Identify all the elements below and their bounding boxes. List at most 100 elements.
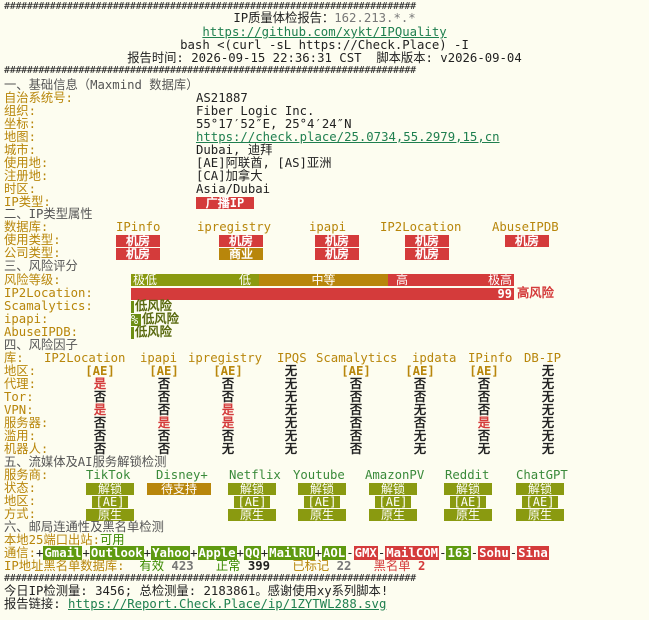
type-db-name: ipapi xyxy=(309,220,347,234)
section-media-title: 五、流媒体及AI服务解锁检测 xyxy=(4,455,167,469)
factor-column-header: Scamalytics xyxy=(316,351,398,365)
basic-info-value: Asia/Dubai xyxy=(196,182,271,196)
report-title-label: IP质量体检报告： xyxy=(233,11,335,25)
factor-row-key: 机器人: xyxy=(4,442,49,456)
media-mode-badge: 原生 xyxy=(369,509,417,521)
report-link-label: 报告链接: xyxy=(4,597,61,611)
media-service-name: Netflix xyxy=(229,468,281,482)
factor-cell: 无 xyxy=(284,416,298,430)
use-type-badge: 机房 xyxy=(315,235,359,247)
factor-column-header: ipapi xyxy=(140,351,178,365)
media-status-badge: 解锁 xyxy=(444,483,492,495)
media-status-badge: 解锁 xyxy=(516,483,564,495)
blacklist-marked-label: 已标记 xyxy=(292,559,330,573)
media-status-badge: 待支持 xyxy=(147,483,211,495)
risk-text: 低风险 xyxy=(135,325,172,339)
mail-service-blocked: 163 xyxy=(446,546,471,560)
media-region-label: 地区: xyxy=(4,494,36,508)
blacklist-valid-label: 有效 xyxy=(139,559,165,573)
use-type-badge: 机房 xyxy=(405,235,449,247)
factor-cell: 否 xyxy=(157,442,171,456)
basic-info-value: [AE]阿联酋, [AS]亚洲 xyxy=(196,156,332,170)
run-command: bash <(curl -sL https://Check.Place) -I xyxy=(180,38,469,52)
factor-cell: 否 xyxy=(221,390,235,404)
factor-cell: 否 xyxy=(413,377,427,391)
basic-info-key: 时区: xyxy=(4,182,36,196)
blacklist-black-count: 2 xyxy=(417,559,426,573)
mail-service-ok: Gmail xyxy=(43,546,83,560)
risk-level-label: 风险等级: xyxy=(4,273,61,287)
blacklist-normal-count: 399 xyxy=(247,559,271,573)
mail-service-blocked: Sina xyxy=(517,546,549,560)
factor-row-key: 服务器: xyxy=(4,416,49,430)
media-service-name: ChatGPT xyxy=(516,468,568,482)
factor-cell: 否 xyxy=(157,403,171,417)
mail-connectivity-line: 通信:+Gmail+Outlook+Yahoo+Apple+QQ+MailRU+… xyxy=(4,546,549,560)
factor-cell: 否 xyxy=(221,377,235,391)
factor-lib-label: 库: xyxy=(4,351,24,365)
media-status-badge: 解锁 xyxy=(228,483,276,495)
factor-cell: 否 xyxy=(157,390,171,404)
factor-cell: 无 xyxy=(477,442,491,456)
basic-info-value: Dubai, 迪拜 xyxy=(196,143,273,157)
section-type-title: 二、IP类型属性 xyxy=(4,207,93,221)
factor-cell: 无 xyxy=(541,403,555,417)
report-link[interactable]: https://Report.Check.Place/ip/1ZYTWL288.… xyxy=(68,597,387,611)
factor-cell: [AE] xyxy=(469,364,499,378)
separator-rule: ########################################… xyxy=(4,2,416,11)
factor-column-header: IPQS xyxy=(277,351,307,365)
factor-cell: 否 xyxy=(221,429,235,443)
scale-very-low: 极低 xyxy=(133,273,158,287)
separator-rule: ########################################… xyxy=(4,66,416,75)
mail-plus-sign: + xyxy=(236,546,244,560)
factor-cell: 否 xyxy=(477,390,491,404)
risk-db-key: IP2Location: xyxy=(4,286,93,300)
basic-info-key: 组织: xyxy=(4,104,36,118)
media-region-badge: [AE] xyxy=(522,496,558,508)
use-type-badge: 机房 xyxy=(219,235,263,247)
factor-column-header: IPinfo xyxy=(468,351,513,365)
company-type-badge: 机房 xyxy=(116,248,160,260)
risk-db-key: AbuseIPDB: xyxy=(4,325,79,339)
report-title: IP质量体检报告：162.213.*.* xyxy=(0,12,649,25)
mail-plus-sign: + xyxy=(143,546,152,560)
media-status-badge: 解锁 xyxy=(369,483,417,495)
factor-cell: 否 xyxy=(157,377,171,391)
blacklist-valid-count: 423 xyxy=(171,559,194,573)
map-link[interactable]: https://check.place/25.0734,55.2979,15,c… xyxy=(196,130,500,144)
media-mode-badge: 原生 xyxy=(86,509,134,521)
media-status-badge: 解锁 xyxy=(86,483,134,495)
mail-service-ok: Yahoo xyxy=(151,546,191,560)
factor-cell: 否 xyxy=(93,429,107,443)
factor-cell: [AE] xyxy=(149,364,179,378)
media-region-badge: [AE] xyxy=(375,496,411,508)
separator-rule: ########################################… xyxy=(4,574,416,583)
smtp-port-line: 本地25端口出站:可用 xyxy=(4,534,125,547)
media-mode-badge: 原生 xyxy=(516,509,564,521)
risk-bar xyxy=(131,327,134,339)
mail-plus-sign: + xyxy=(190,546,198,560)
factor-cell: 否 xyxy=(349,442,363,456)
mail-plus-sign: + xyxy=(314,546,322,560)
factor-cell: 否 xyxy=(413,416,427,430)
risk-db-key: Scamalytics: xyxy=(4,299,93,313)
factor-cell: 无 xyxy=(284,403,298,417)
mail-minus-sign: - xyxy=(439,546,447,560)
factor-cell: 无 xyxy=(413,429,427,443)
factor-cell: 无 xyxy=(284,442,298,456)
factor-cell: 是 xyxy=(93,403,107,417)
project-link[interactable]: https://github.com/xykt/IPQuality xyxy=(202,25,447,39)
media-service-name: Reddit xyxy=(445,468,490,482)
company-type-badge: 机房 xyxy=(315,248,359,260)
mail-service-ok: MailRU xyxy=(268,546,315,560)
mail-minus-sign: - xyxy=(470,546,479,560)
factor-cell: 否 xyxy=(349,377,363,391)
media-region-badge: [AE] xyxy=(304,496,340,508)
factor-cell: 无 xyxy=(413,442,427,456)
factor-cell: 否 xyxy=(93,416,107,430)
type-use-label: 使用类型: xyxy=(4,233,61,247)
mail-minus-sign: - xyxy=(346,546,354,560)
blacklist-normal-label: 正常 xyxy=(215,559,241,573)
factor-cell: 否 xyxy=(93,390,107,404)
